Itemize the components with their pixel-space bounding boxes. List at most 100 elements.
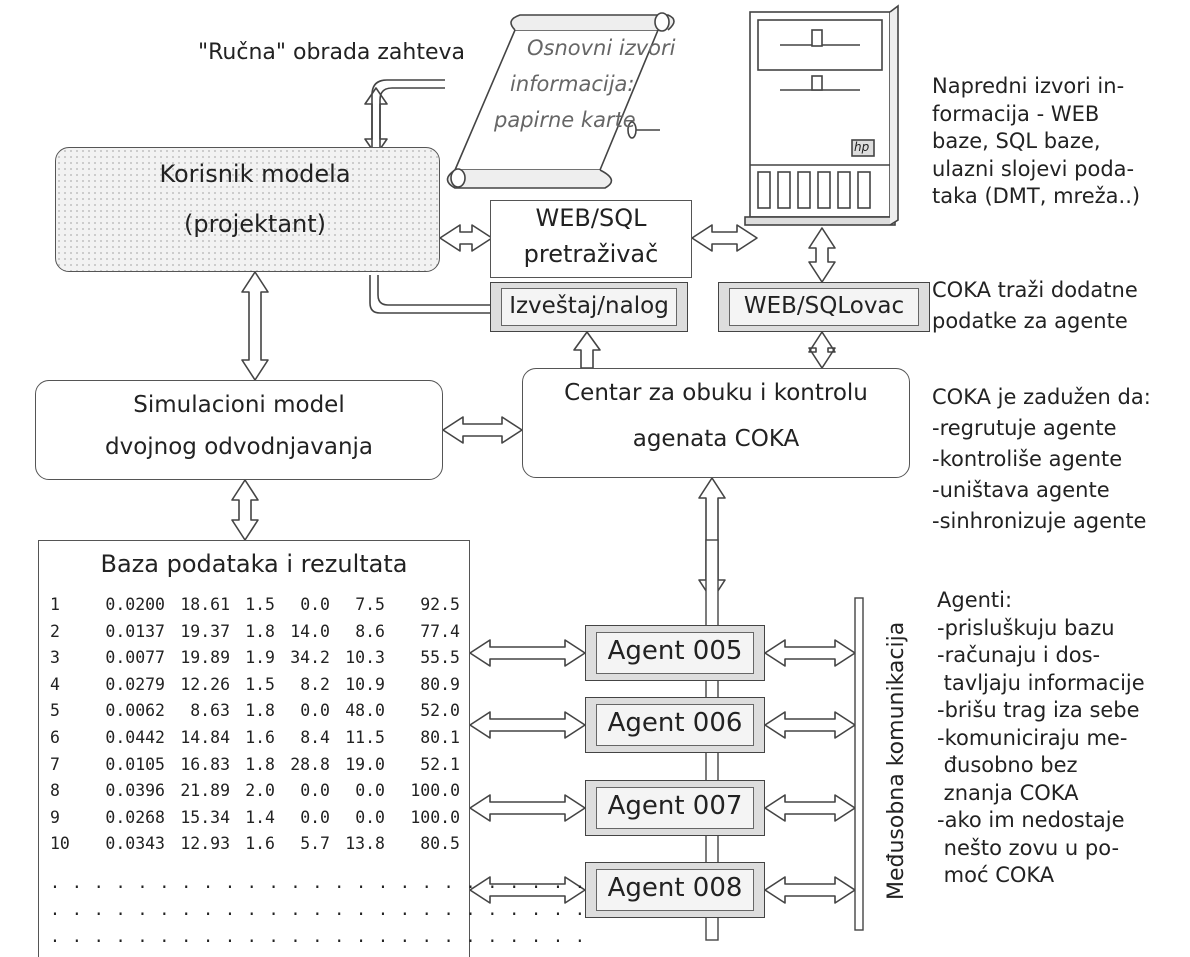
scroll-shape: [446, 12, 675, 189]
arrow-baza-agent-2: [469, 711, 586, 739]
table-cell: 13.8: [345, 834, 385, 854]
note-napredni-line: formacija - WEB: [932, 101, 1100, 126]
websql-line-1: WEB/SQL: [535, 204, 647, 232]
table-cell: 1.4: [245, 807, 275, 827]
table-cell: 0.0077: [105, 648, 165, 668]
note-agenti-line: -brišu trag iza sebe: [937, 698, 1140, 722]
arrow-baza-agent-3: [469, 794, 586, 822]
table-cell: 0.0105: [105, 754, 165, 774]
agent-005-label: Agent 005: [596, 632, 754, 674]
izvestaj-connector-inner: [377, 275, 490, 306]
table-cell: 80.5: [420, 834, 460, 854]
table-cell: 1.5: [245, 674, 275, 694]
table-cell: 8.63: [190, 701, 230, 721]
table-cell: 15.34: [180, 807, 230, 827]
table-cell: 19.0: [345, 754, 385, 774]
arrow-agent-comm-4: [764, 876, 856, 904]
table-cell: 21.89: [180, 781, 230, 801]
arrow-simulacioni-baza: [231, 479, 259, 541]
korisnik-line-1: Korisnik modela: [159, 160, 351, 188]
simulacioni-box: [35, 380, 443, 480]
table-cell: 2: [50, 621, 60, 641]
scroll-line-1: Osnovni izvori: [527, 36, 676, 60]
table-cell: 1.8: [245, 701, 275, 721]
arrow-agent-comm-2: [764, 711, 856, 739]
table-cell: 6: [50, 728, 60, 747]
table-cell: 5.7: [300, 834, 330, 854]
table-cell: 7.5: [355, 595, 385, 614]
note-agenti-line: nešto zovu u po-: [937, 835, 1120, 860]
comm-bus: [854, 597, 864, 931]
table-cell: 80.1: [420, 728, 460, 747]
note-napredni-line: baze, SQL baze,: [932, 129, 1101, 153]
centar-box: [522, 368, 910, 478]
table-cell: 48.0: [345, 701, 385, 721]
arrow-baza-agent-1: [469, 639, 586, 667]
arrow-agent-comm-3: [764, 794, 856, 822]
arrow-websqlovac-centar: [808, 331, 836, 369]
simulacioni-line-1: Simulacioni model: [133, 392, 345, 418]
table-cell: 2.0: [245, 781, 275, 801]
table-cell: 1.6: [245, 728, 275, 747]
note-napredni-line: ulazni slojevi poda-: [932, 156, 1135, 181]
table-cell: 52.0: [420, 701, 460, 721]
centar-line-2: agenata COKA: [632, 426, 800, 452]
scroll-line-3: papirne karte: [494, 108, 636, 132]
izvestaj-label: Izveštaj/nalog: [501, 288, 677, 326]
table-cell: 9: [50, 807, 60, 827]
note-napredni-line: taka (DMT, mreža..): [932, 184, 1141, 208]
arrow-korisnik-simulacioni: [241, 271, 269, 381]
note-coka_zaduzen-line: COKA je zadužen da:: [932, 385, 1151, 409]
arrow-rucna-korisnik: [364, 87, 388, 156]
table-cell: 52.1: [420, 754, 460, 774]
table-cell: 0.0137: [105, 621, 165, 641]
note-coka_trazi-line: COKA traži dodatne: [932, 278, 1138, 302]
table-cell: 10: [50, 834, 70, 854]
table-cell: 12.26: [180, 674, 230, 694]
note-coka_zaduzen-line: -sinhronizuje agente: [932, 509, 1147, 533]
table-cell: 8.6: [355, 621, 385, 641]
agent-005: Agent 005: [585, 625, 765, 681]
table-cell: 0.0: [300, 701, 330, 721]
table-cell: 80.9: [420, 674, 460, 694]
scroll-line-2: informacija:: [510, 72, 635, 96]
arrow-centar-izvestaj: [573, 331, 601, 369]
agent-007: Agent 007: [585, 780, 765, 836]
agent-007-label: Agent 007: [596, 787, 754, 829]
table-cell: 19.89: [180, 648, 230, 668]
table-cell: 3: [50, 648, 60, 668]
simulacioni-line-2: dvojnog odvodnjavanja: [104, 434, 373, 460]
table-cell: 19.37: [180, 621, 230, 641]
centar-line-1: Centar za obuku i kontrolu: [564, 380, 868, 406]
note-agenti-line: -računaju i dos-: [937, 643, 1101, 667]
table-cell: 77.4: [420, 621, 460, 641]
websqlovac-label: WEB/SQLovac: [729, 288, 919, 326]
table-cell: 34.2: [290, 648, 330, 668]
table-cell: 1.6: [245, 834, 275, 854]
arrow-korisnik-pretrazivac: [439, 224, 493, 252]
table-cell: 8.2: [300, 674, 330, 694]
table-cell: 10.3: [345, 648, 385, 668]
hp-logo: hp: [854, 140, 870, 154]
note-agenti-line: moć COKA: [937, 863, 1055, 887]
baza-title: Baza podataka i rezultata: [100, 550, 408, 578]
agent-008-label: Agent 008: [596, 869, 754, 911]
table-cell: 1: [50, 595, 60, 614]
table-cell: 92.5: [420, 595, 460, 614]
arrow-server-websqlovac: [808, 227, 836, 283]
note-agenti-line: -komuniciraju me-: [937, 725, 1128, 750]
table-cell: 16.83: [180, 754, 230, 774]
dots-row-1: . . . . . . . . . . . . . . . . . . . . …: [50, 873, 586, 892]
server-shape: [744, 4, 899, 226]
table-cell: 0.0062: [105, 701, 165, 721]
table-cell: 1.9: [245, 648, 275, 668]
table-cell: 8: [50, 781, 60, 801]
table-cell: 14.84: [180, 728, 230, 747]
medjusobna-label: Međusobna komunikacija: [884, 621, 909, 900]
table-cell: 0.0200: [105, 595, 165, 614]
table-cell: 12.93: [180, 834, 230, 854]
note-coka_zaduzen-line: -kontroliše agente: [932, 447, 1123, 471]
table-cell: 1.5: [245, 595, 275, 614]
table-cell: 0.0442: [105, 728, 165, 747]
